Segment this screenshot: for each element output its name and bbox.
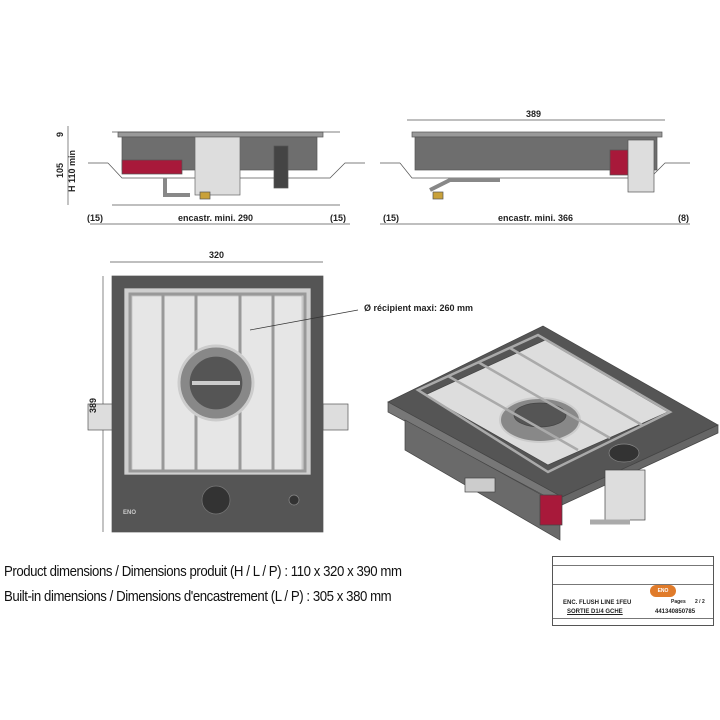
front-view bbox=[67, 126, 365, 225]
pages-value: 2 / 2 bbox=[695, 599, 705, 605]
reference-number: 441340850785 bbox=[655, 609, 696, 615]
brand-badge: ENO bbox=[123, 510, 137, 516]
side-dim-right-gap: (8) bbox=[678, 213, 689, 223]
isometric-view bbox=[387, 325, 719, 541]
builtin-dimensions-caption: Built-in dimensions / Dimensions d'encas… bbox=[4, 588, 392, 605]
side-dim-width: 389 bbox=[526, 109, 542, 119]
top-dim-depth: 389 bbox=[88, 397, 98, 413]
front-dim-left-gap: (15) bbox=[87, 213, 104, 223]
front-dim-right-gap: (15) bbox=[330, 213, 347, 223]
front-dim-height: 105 bbox=[55, 162, 65, 178]
designation-line1: ENC. FLUSH LINE 1FEU bbox=[563, 600, 632, 606]
top-view bbox=[87, 261, 359, 533]
top-dim-width: 320 bbox=[209, 250, 225, 260]
pot-size-note: Ø récipient maxi: 260 mm bbox=[364, 303, 474, 313]
side-view bbox=[380, 119, 690, 225]
front-dim-top: 9 bbox=[55, 131, 65, 137]
front-dim-cutout: encastr. mini. 290 bbox=[178, 213, 254, 223]
side-dim-left-gap: (15) bbox=[383, 213, 400, 223]
pages-label: Pages bbox=[671, 599, 686, 605]
front-dim-height-min: H 110 min bbox=[67, 149, 77, 192]
side-dim-cutout: encastr. mini. 366 bbox=[498, 213, 574, 223]
title-block: ENO ENC. FLUSH LINE 1FEU SORTIE D1/4 GCH… bbox=[552, 556, 714, 626]
eno-logo: ENO bbox=[650, 585, 676, 597]
product-dimensions-caption: Product dimensions / Dimensions produit … bbox=[4, 563, 402, 580]
designation-line2: SORTIE D1/4 GCHE bbox=[567, 609, 623, 615]
